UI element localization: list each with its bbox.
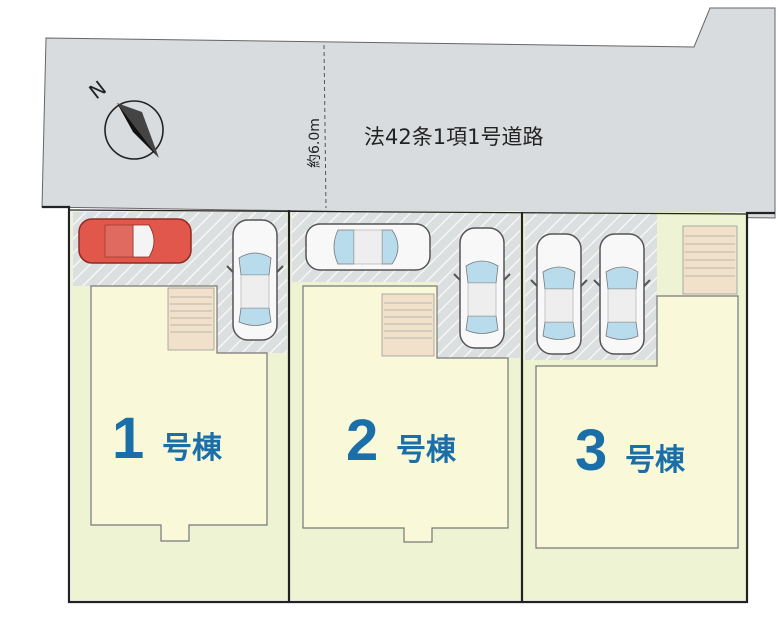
road-name: 法42条1項1号道路 — [364, 125, 543, 149]
building-2 — [302, 285, 509, 543]
road-width-line — [323, 44, 327, 209]
lot-2: 2 号棟 — [290, 211, 521, 600]
car-icon — [593, 233, 651, 355]
road-width-label: 約6.0m — [307, 118, 323, 168]
stairs-1 — [167, 287, 215, 351]
building-3 — [535, 295, 739, 549]
car-red-icon — [78, 218, 192, 264]
stairs-2 — [381, 293, 435, 357]
car-icon — [305, 223, 431, 271]
lot-3-suffix: 号棟 — [625, 443, 686, 478]
lot-3-number: 3 — [575, 418, 607, 483]
car-icon — [530, 233, 588, 355]
lot-3: 3 号棟 — [523, 212, 746, 600]
lot-1-suffix: 号棟 — [162, 431, 223, 466]
lot-2-suffix: 号棟 — [396, 433, 457, 468]
car-icon — [226, 219, 284, 341]
road-area — [41, 7, 776, 219]
building-1 — [90, 285, 268, 542]
lot-2-number: 2 — [346, 408, 378, 473]
car-icon — [453, 227, 511, 349]
lot-1: 1 号棟 — [71, 211, 288, 600]
lot-1-number: 1 — [112, 406, 144, 471]
lot-boundaries — [42, 205, 775, 604]
